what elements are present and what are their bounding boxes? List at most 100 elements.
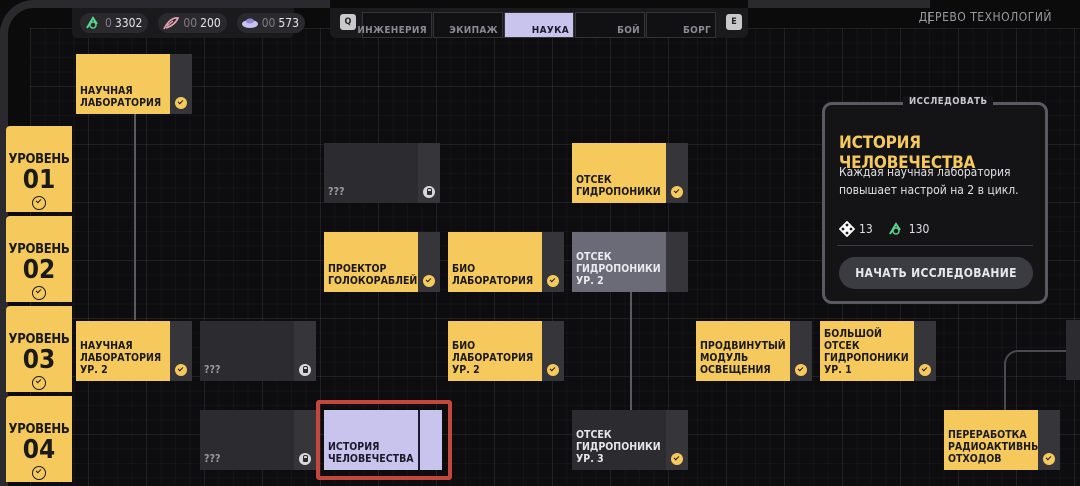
check-icon bbox=[32, 466, 46, 480]
connector-pipe bbox=[1004, 350, 1080, 422]
completed-icon bbox=[547, 275, 559, 287]
tech-node-radioactive[interactable]: ПЕРЕРАБОТКА РАДИОАКТИВНЫХ ОТХОДОВ bbox=[944, 410, 1060, 470]
tab-borg[interactable]: БОРГ bbox=[646, 12, 716, 38]
tech-node-hydroponics-2[interactable]: ОТСЕК ГИДРОПОНИКИ УР. 2 bbox=[572, 232, 688, 292]
tech-node-big-hydroponics[interactable]: БОЛЬШОЙ ОТСЕК ГИДРОПОНИКИ УР. 1 bbox=[820, 321, 936, 381]
check-icon bbox=[32, 286, 46, 300]
tech-node-adv-lighting[interactable]: ПРОДВИНУТЫЙ МОДУЛЬ ОСВЕЩЕНИЯ bbox=[696, 321, 812, 381]
tech-node-label: ОТСЕК ГИДРОПОНИКИ УР. 2 bbox=[576, 251, 661, 287]
level-label: УРОВЕНЬ bbox=[8, 152, 70, 167]
frame-left bbox=[0, 28, 8, 486]
tech-node-offscreen[interactable] bbox=[1066, 320, 1080, 380]
tech-node-bio-lab[interactable]: БИО ЛАБОРАТОРИЯ bbox=[448, 232, 564, 292]
research-panel: ИССЛЕДОВАТЬ ИСТОРИЯ ЧЕЛОВЕЧЕСТВА Каждая … bbox=[822, 96, 1048, 304]
category-tabs: Q ИНЖЕНЕРИЯ ЭКИПАЖ НАУКА БОЙ БОРГ E bbox=[330, 8, 748, 38]
tech-node-label: ??? bbox=[204, 453, 221, 465]
research-icon bbox=[888, 222, 901, 235]
tech-node-holo-projector[interactable]: ПРОЕКТОР ГОЛОКОРАБЛЕЙ bbox=[324, 232, 440, 292]
page-title: ДЕРЕВО ТЕХНОЛОГИЙ bbox=[918, 10, 1052, 24]
completed-icon bbox=[1043, 453, 1055, 465]
tech-node-unknown[interactable]: ??? bbox=[324, 143, 440, 203]
tech-node-label: ПРОДВИНУТЫЙ МОДУЛЬ ОСВЕЩЕНИЯ bbox=[700, 340, 786, 376]
tech-node-label: БИО ЛАБОРАТОРИЯ УР. 2 bbox=[452, 340, 534, 376]
tech-node-hydroponics-3[interactable]: ОТСЕК ГИДРОПОНИКИ УР. 3 bbox=[572, 410, 688, 470]
completed-icon bbox=[547, 364, 559, 376]
level-number: 03 bbox=[22, 345, 56, 375]
frame-corner bbox=[0, 0, 80, 36]
frame-top-right bbox=[748, 0, 930, 8]
panel-title: ИСТОРИЯ ЧЕЛОВЕЧЕСТВА bbox=[839, 133, 976, 173]
level-label: УРОВЕНЬ bbox=[8, 242, 70, 257]
tech-node-label: БИО ЛАБОРАТОРИЯ bbox=[452, 263, 534, 287]
level-column: УРОВЕНЬ 01 УРОВЕНЬ 02 УРОВЕНЬ 03 УРОВЕНЬ… bbox=[6, 126, 72, 486]
resource-research-value: 3302 bbox=[114, 16, 143, 30]
cost-research: 130 bbox=[887, 221, 930, 237]
tech-node-human-history[interactable]: ИСТОРИЯ ЧЕЛОВЕЧЕСТВА bbox=[324, 410, 442, 470]
cost-research-value: 130 bbox=[908, 222, 930, 236]
completed-icon bbox=[423, 275, 435, 287]
tech-node-label: ??? bbox=[328, 186, 345, 198]
tab-engineering[interactable]: ИНЖЕНЕРИЯ bbox=[357, 12, 432, 38]
tab-combat[interactable]: БОЙ bbox=[575, 12, 645, 38]
lock-icon bbox=[299, 453, 311, 465]
resource-ships-pad: 00 bbox=[261, 16, 276, 30]
title-divider bbox=[928, 12, 930, 24]
completed-icon bbox=[175, 364, 187, 376]
ship-icon bbox=[241, 18, 258, 28]
frame-top bbox=[80, 0, 330, 8]
level-number: 02 bbox=[22, 255, 56, 285]
research-costs: 13 130 bbox=[839, 221, 929, 237]
tech-node-unknown-3[interactable]: ??? bbox=[200, 410, 316, 470]
level-number: 01 bbox=[22, 165, 56, 195]
tech-node-label: БОЛЬШОЙ ОТСЕК ГИДРОПОНИКИ УР. 1 bbox=[824, 328, 909, 376]
level-label: УРОВЕНЬ bbox=[8, 332, 70, 347]
completed-icon bbox=[175, 97, 187, 109]
cycle-icon bbox=[839, 221, 855, 237]
check-icon bbox=[32, 196, 46, 210]
level-02: УРОВЕНЬ 02 bbox=[6, 216, 72, 302]
panel-divider bbox=[837, 245, 1033, 246]
prev-tab-key[interactable]: Q bbox=[340, 14, 356, 30]
tech-node-unknown-2[interactable]: ??? bbox=[200, 321, 316, 381]
completed-icon bbox=[795, 364, 807, 376]
cost-turns-value: 13 bbox=[859, 222, 873, 236]
tech-node-label: ОТСЕК ГИДРОПОНИКИ УР. 3 bbox=[576, 429, 661, 465]
tab-crew[interactable]: ЭКИПАЖ bbox=[433, 12, 503, 38]
connector-line bbox=[630, 290, 632, 410]
start-research-button[interactable]: НАЧАТЬ ИССЛЕДОВАНИЕ bbox=[839, 257, 1033, 289]
resource-research-pad: 0 bbox=[105, 16, 112, 30]
lock-icon bbox=[299, 364, 311, 376]
tech-node-sci-lab[interactable]: НАУЧНАЯ ЛАБОРАТОРИЯ bbox=[76, 54, 192, 114]
tech-node-label: ПЕРЕРАБОТКА РАДИОАКТИВНЫХ ОТХОДОВ bbox=[948, 429, 1049, 465]
tech-node-hydroponics[interactable]: ОТСЕК ГИДРОПОНИКИ bbox=[572, 143, 688, 203]
selection-highlight bbox=[316, 400, 452, 480]
panel-header: ИССЛЕДОВАТЬ bbox=[903, 96, 994, 107]
level-01: УРОВЕНЬ 01 bbox=[6, 126, 72, 212]
tech-node-label: ИСТОРИЯ ЧЕЛОВЕЧЕСТВА bbox=[328, 441, 414, 465]
tab-science[interactable]: НАУКА bbox=[504, 12, 574, 38]
feather-icon bbox=[163, 17, 180, 30]
connector-line bbox=[134, 114, 136, 320]
next-tab-key[interactable]: E bbox=[726, 14, 742, 30]
resource-ships-value: 573 bbox=[278, 16, 300, 30]
tech-node-label: НАУЧНАЯ ЛАБОРАТОРИЯ bbox=[80, 85, 162, 109]
tech-node-sci-lab-2[interactable]: НАУЧНАЯ ЛАБОРАТОРИЯ УР. 2 bbox=[76, 321, 192, 381]
completed-icon bbox=[671, 186, 683, 198]
resource-feathers-pad: 00 bbox=[183, 16, 198, 30]
cost-turns: 13 bbox=[839, 221, 873, 237]
level-label: УРОВЕНЬ bbox=[8, 422, 70, 437]
completed-icon bbox=[919, 364, 931, 376]
tech-node-label: ПРОЕКТОР ГОЛОКОРАБЛЕЙ bbox=[328, 263, 418, 287]
tech-node-bio-lab-2[interactable]: БИО ЛАБОРАТОРИЯ УР. 2 bbox=[448, 321, 564, 381]
level-number: 04 bbox=[22, 435, 56, 465]
completed-icon bbox=[671, 453, 683, 465]
tech-node-label: НАУЧНАЯ ЛАБОРАТОРИЯ УР. 2 bbox=[80, 340, 162, 376]
level-04: УРОВЕНЬ 04 bbox=[6, 396, 72, 482]
research-icon bbox=[86, 16, 98, 29]
resource-feathers-value: 200 bbox=[200, 16, 221, 30]
check-icon bbox=[32, 376, 46, 390]
